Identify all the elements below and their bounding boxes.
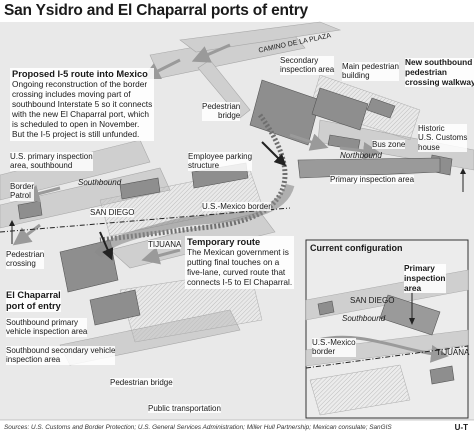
temporary-line-2: putting final touches on a bbox=[187, 256, 280, 267]
temporary-route-callout: Temporary route The Mexican government i… bbox=[185, 236, 295, 289]
upper-road bbox=[179, 21, 342, 53]
label-northbound: Northbound bbox=[340, 151, 382, 160]
inset-label-san-diego: SAN DIEGO bbox=[350, 296, 395, 305]
sources-note: Sources: U.S. Customs and Border Protect… bbox=[4, 424, 392, 431]
label-public-transportation: Public transportation bbox=[148, 404, 221, 414]
proposed-line-5: is scheduled to open in November. bbox=[12, 118, 140, 129]
north-arrow-icon-right bbox=[460, 168, 466, 192]
temporary-route-heading: Temporary route bbox=[187, 237, 261, 247]
sb-secondary-building bbox=[89, 289, 141, 326]
inset-label-tijuana: TIJUANA bbox=[436, 348, 470, 357]
proposed-i5-route bbox=[99, 113, 288, 243]
label-san-diego: SAN DIEGO bbox=[90, 208, 135, 218]
primary-inspection-canopy bbox=[297, 157, 441, 179]
label-pedestrian-bridge-2: Pedestrian bridge bbox=[110, 378, 173, 388]
proposed-line-2: crossing includes moving part of bbox=[12, 88, 131, 99]
traffic-arrows bbox=[12, 43, 381, 265]
proposed-route-callout: Proposed I-5 route into Mexico Ongoing r… bbox=[10, 68, 155, 141]
route-arrow-south bbox=[99, 231, 114, 261]
temporary-line-1: The Mexican government is bbox=[187, 246, 289, 257]
us-primary-building bbox=[119, 177, 161, 200]
map-title: San Ysidro and El Chaparral ports of ent… bbox=[4, 2, 308, 19]
walkway-building bbox=[366, 97, 396, 119]
us-mexico-border-line bbox=[0, 207, 291, 233]
label-southbound: Southbound bbox=[78, 178, 122, 187]
route-arrow-north bbox=[261, 141, 287, 167]
label-bus-zone: Bus zone bbox=[372, 140, 406, 150]
credit-line: U-T bbox=[454, 423, 468, 432]
proposed-line-4: with the new El Chaparral port, which bbox=[12, 108, 149, 119]
label-primary-inspection-area: Primary inspection area bbox=[330, 175, 415, 185]
main-pedestrian-building bbox=[311, 87, 369, 131]
inset-heading: Current configuration bbox=[310, 243, 403, 253]
label-us-mexico-border: U.S.-Mexico border bbox=[202, 202, 271, 212]
proposed-line-3: southbound Interstate 5 so it connects bbox=[12, 98, 153, 109]
proposed-line-1: Ongoing reconstruction of the border bbox=[12, 78, 148, 89]
secondary-inspection-building bbox=[249, 79, 321, 146]
proposed-line-6: But the I-5 project is still unfunded. bbox=[12, 128, 140, 139]
north-arrow-icon bbox=[9, 220, 15, 244]
proposed-route-heading: Proposed I-5 route into Mexico bbox=[12, 69, 148, 79]
inset-label-southbound: Southbound bbox=[342, 314, 386, 323]
temporary-line-4: connects I-5 to El Chaparral. bbox=[187, 276, 293, 287]
label-tijuana: TIJUANA bbox=[148, 240, 182, 250]
temporary-line-3: five-lane, curved route that bbox=[187, 266, 286, 277]
